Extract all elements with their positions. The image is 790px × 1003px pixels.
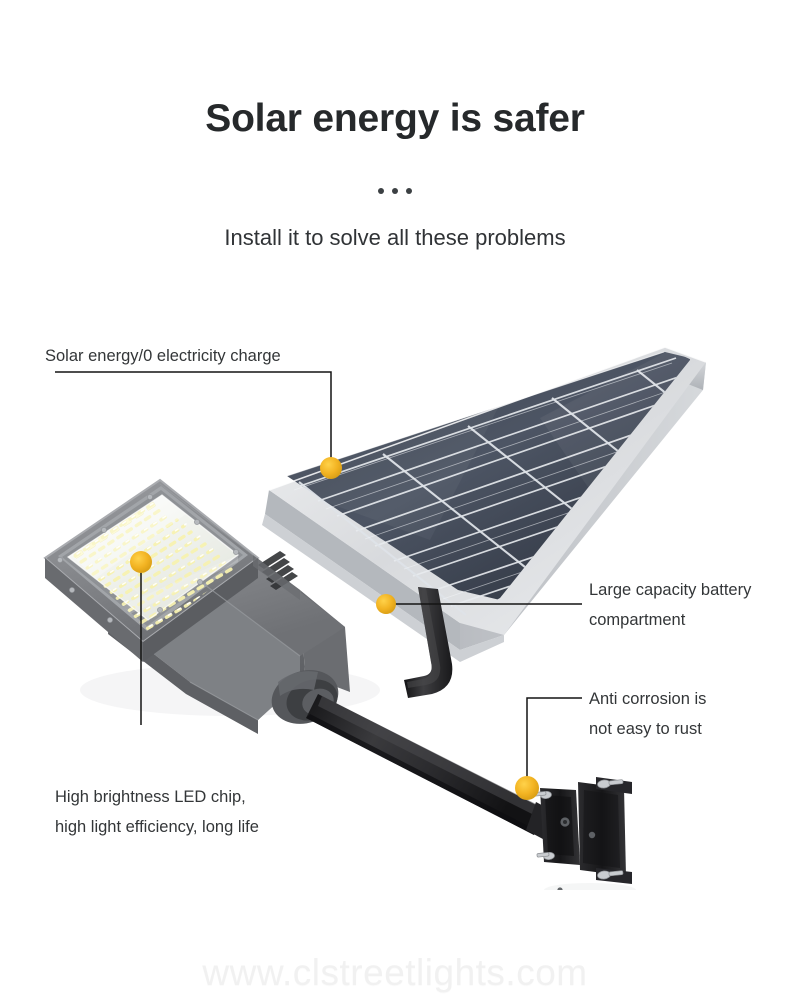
solar-panel (262, 346, 707, 662)
page-title: Solar energy is safer (205, 97, 585, 140)
leader-line-anti-corrosion (526, 697, 582, 778)
callout-led-chip-line-1: High brightness LED chip, (55, 788, 246, 806)
page-subtitle: Install it to solve all these problems (224, 225, 566, 250)
led-luminaire-head (43, 478, 380, 734)
callout-leader-lines (55, 371, 582, 778)
callout-anti-corrosion-line-2: not easy to rust (589, 720, 702, 738)
watermark: www.clstreetlights.com (202, 952, 588, 993)
callout-anti-corrosion-line-1: Anti corrosion is (589, 690, 707, 708)
bracket-bolts (533, 779, 624, 890)
wall-mount-bracket (526, 777, 636, 890)
callout-markers (130, 457, 539, 800)
callout-anti-corrosion: Anti corrosion is not easy to rust (589, 684, 706, 744)
marker-led-chip (130, 551, 152, 573)
marker-anti-corrosion (515, 776, 539, 800)
callout-led-chip-line-2: high light efficiency, long life (55, 818, 259, 836)
callout-led-chip: High brightness LED chip, high light eff… (55, 782, 259, 842)
callout-solar-energy-line-1: Solar energy/0 electricity charge (45, 347, 281, 365)
leader-line-solar-energy (55, 371, 332, 466)
three-dots-separator-icon (0, 182, 790, 194)
callout-battery-line-1: Large capacity battery (589, 581, 752, 599)
callout-battery-compartment: Large capacity battery compartment (589, 575, 751, 635)
callout-solar-energy: Solar energy/0 electricity charge (45, 341, 281, 371)
mounting-arm (306, 694, 546, 835)
marker-solar-energy (320, 457, 342, 479)
marker-battery (376, 594, 396, 614)
callout-battery-line-2: compartment (589, 611, 686, 629)
panel-brace (404, 587, 453, 698)
product-illustration (0, 290, 790, 890)
